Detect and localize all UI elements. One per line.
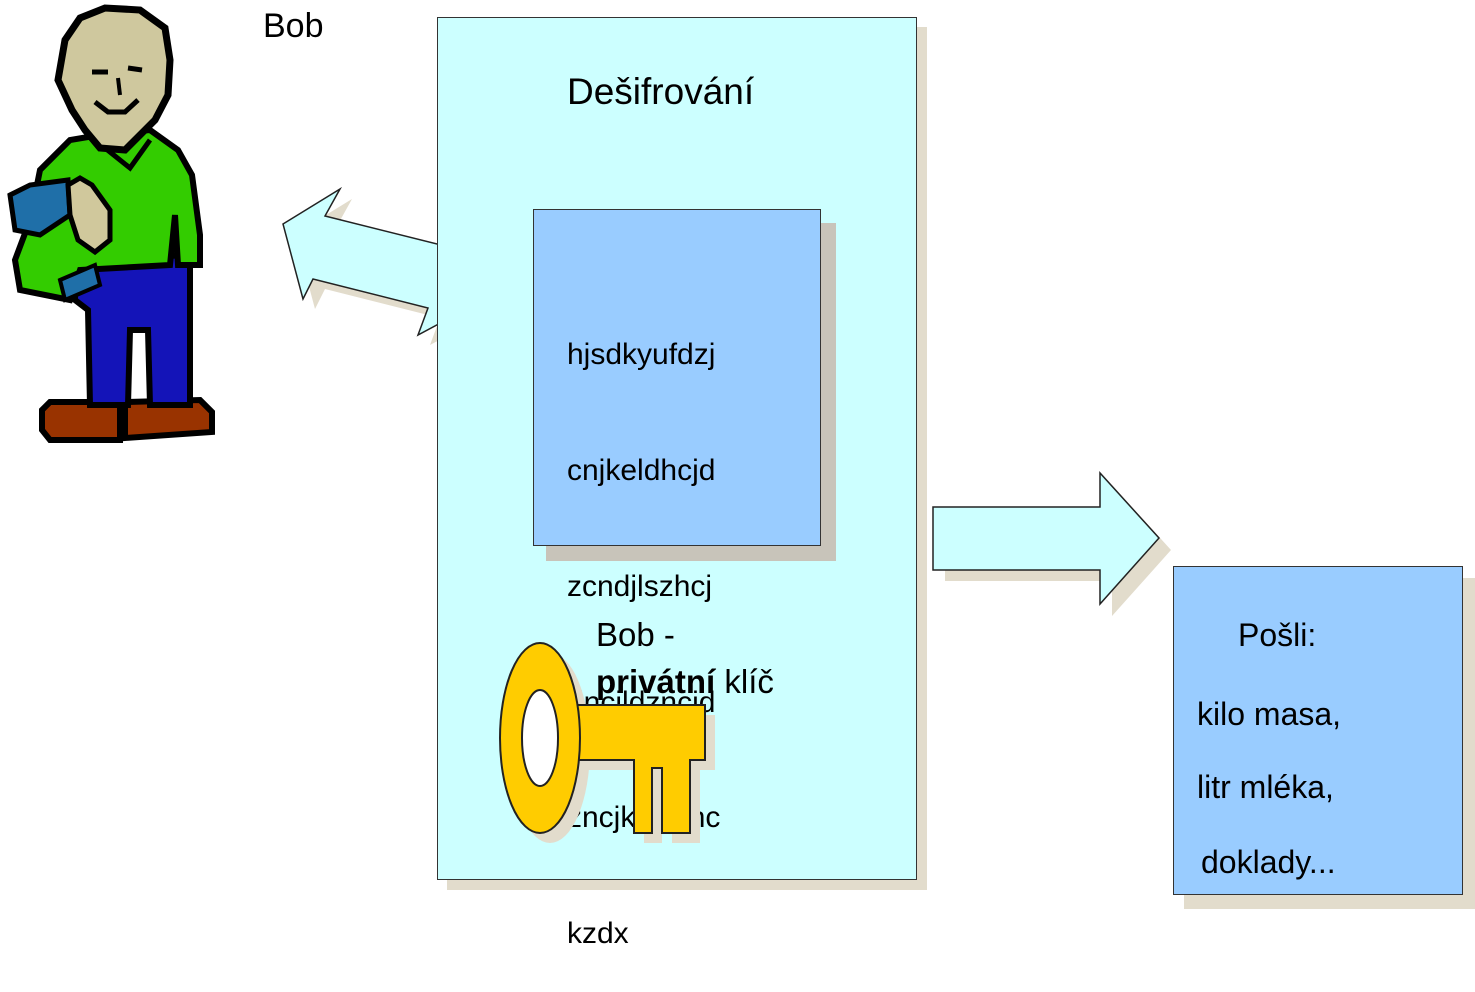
- bob-label: Bob: [263, 7, 324, 45]
- ciphertext-line: zcndjlszhcj: [567, 569, 713, 603]
- ciphertext-line: kzdx: [567, 917, 629, 951]
- key-icon: [499, 642, 715, 843]
- bob-person-icon: [7, 4, 215, 443]
- key-label: Bob - privátní klíč: [596, 611, 774, 705]
- plaintext-line: doklady...: [1201, 844, 1336, 880]
- key-label-owner: Bob -: [596, 616, 675, 653]
- ciphertext-box: [533, 209, 821, 546]
- ciphertext-line: cnjkeldhcjd: [567, 453, 716, 487]
- plaintext-line: kilo masa,: [1197, 696, 1342, 732]
- plaintext-box: [1173, 566, 1463, 895]
- plaintext-line: Pošli:: [1238, 617, 1317, 653]
- ciphertext-line: hjsdkyufdzj: [567, 338, 716, 372]
- right-arrow: [932, 471, 1171, 616]
- key-label-type: privátní klíč: [596, 658, 774, 705]
- panel-title: Dešifrování: [567, 71, 755, 112]
- key-label-rest: klíč: [715, 663, 774, 700]
- plaintext-line: litr mléka,: [1197, 769, 1334, 805]
- key-label-bold: privátní: [596, 663, 716, 700]
